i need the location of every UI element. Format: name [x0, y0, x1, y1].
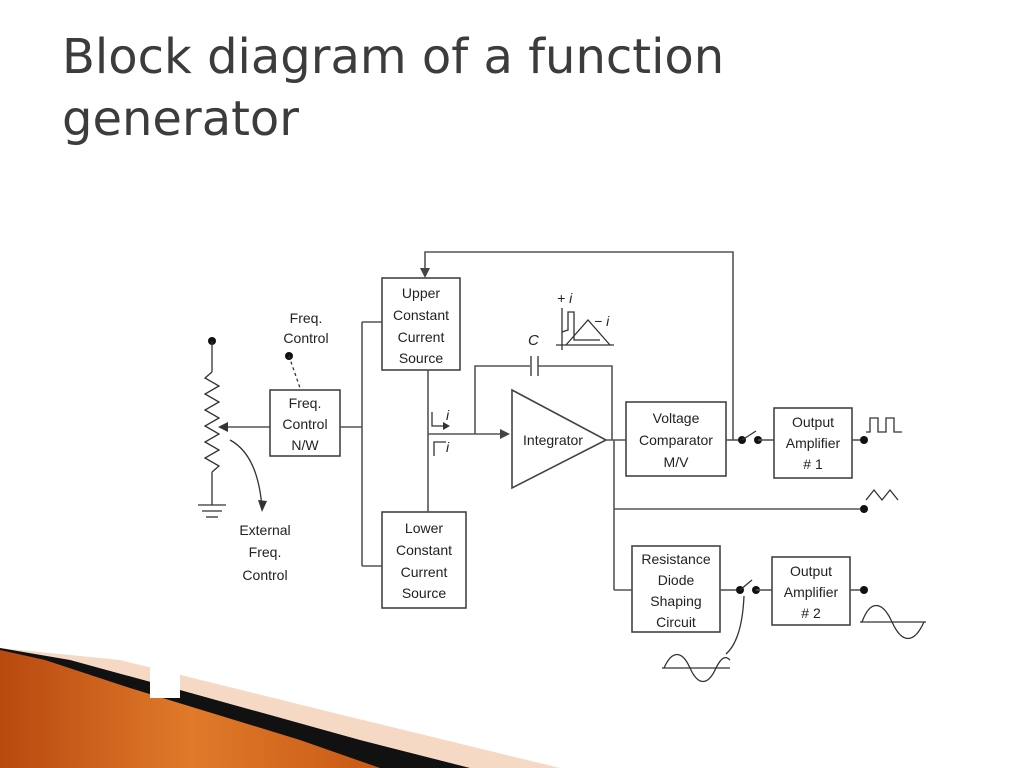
upper-constant-current-source: Upper Constant Current Source: [381, 277, 461, 371]
output-amplifier-2-block: Output Amplifier # 2: [771, 556, 868, 626]
svg-text:Amplifier: Amplifier: [786, 435, 841, 451]
current-waveform-icon: + i − i: [556, 290, 614, 350]
svg-text:Source: Source: [402, 585, 447, 601]
current-i-top: i: [446, 407, 450, 423]
svg-text:Source: Source: [399, 350, 444, 366]
svg-text:Upper: Upper: [402, 285, 440, 301]
output-amplifier-1-block: Output Amplifier # 1: [773, 407, 902, 479]
integrator-label: Integrator: [523, 432, 583, 448]
svg-text:Voltage: Voltage: [653, 410, 700, 426]
integrator-output-wires: [606, 439, 899, 591]
slide-title: Block diagram of a function generator: [62, 26, 962, 150]
svg-text:Freq.: Freq.: [289, 395, 322, 411]
svg-text:Resistance: Resistance: [641, 551, 710, 567]
current-minus-label: − i: [594, 313, 610, 329]
svg-text:N/W: N/W: [291, 437, 319, 453]
svg-text:Circuit: Circuit: [656, 614, 696, 630]
svg-text:External: External: [239, 522, 290, 538]
current-i-bottom: i: [446, 439, 450, 455]
voltage-comparator-block: Voltage Comparator M/V: [625, 401, 727, 477]
sine-wave-icon-input: [662, 653, 731, 683]
source-junction-wires: i i: [427, 370, 510, 512]
potentiometer: [198, 337, 270, 518]
svg-text:Shaping: Shaping: [650, 593, 701, 609]
svg-text:Comparator: Comparator: [639, 432, 713, 448]
svg-text:Constant: Constant: [396, 542, 452, 558]
svg-text:Freq.: Freq.: [249, 544, 282, 560]
svg-text:Diode: Diode: [658, 572, 695, 588]
svg-text:Control: Control: [242, 567, 287, 583]
capacitor-c: C: [474, 332, 613, 440]
svg-text:Output: Output: [790, 563, 832, 579]
sine-wave-icon-output: [860, 604, 926, 640]
svg-text:# 2: # 2: [801, 605, 821, 621]
svg-text:Current: Current: [398, 329, 445, 345]
freq-control-knob: Freq. Control: [283, 310, 329, 389]
switch-1: [726, 430, 774, 444]
freq-control-label-2: Control: [283, 330, 328, 346]
svg-text:Control: Control: [282, 416, 327, 432]
freq-control-label-1: Freq.: [290, 310, 323, 326]
svg-text:Amplifier: Amplifier: [784, 584, 839, 600]
external-freq-control: External Freq. Control: [239, 522, 290, 583]
svg-text:Constant: Constant: [393, 307, 449, 323]
current-plus-label: + i: [557, 290, 573, 306]
title-line-2: generator: [62, 91, 300, 147]
svg-text:# 1: # 1: [803, 456, 823, 472]
title-line-1: Block diagram of a function: [62, 29, 725, 85]
integrator-block: Integrator: [511, 388, 608, 490]
svg-text:Lower: Lower: [405, 520, 443, 536]
svg-text:M/V: M/V: [664, 454, 690, 470]
svg-text:Output: Output: [792, 414, 834, 430]
svg-text:Current: Current: [401, 564, 448, 580]
control-bus-wires: [340, 321, 382, 567]
shaping-circuit-block: Resistance Diode Shaping Circuit: [631, 545, 721, 633]
lower-constant-current-source: Lower Constant Current Source: [381, 511, 467, 609]
capacitor-label: C: [528, 332, 539, 349]
feedback-wire: [420, 251, 734, 440]
freq-control-nw-block: Freq. Control N/W: [269, 389, 341, 457]
switch-2: [720, 579, 772, 655]
corner-decoration: [0, 648, 560, 768]
